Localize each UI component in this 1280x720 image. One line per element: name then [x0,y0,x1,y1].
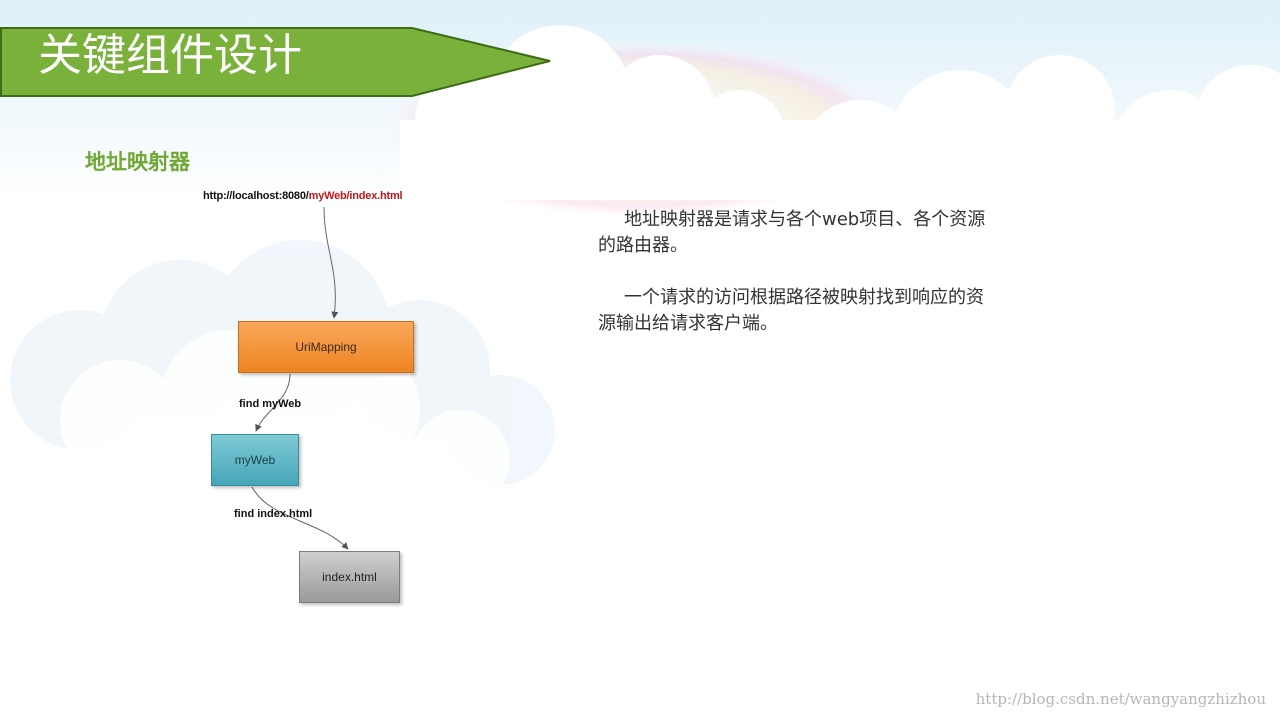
node-urimapping: UriMapping [238,321,414,373]
edge-label-find-index: find index.html [234,508,313,520]
node-index-html: index.html [299,551,400,603]
description-text: 地址映射器是请求与各个web项目、各个资源的路由器。 一个请求的访问根据路径被映… [598,207,998,363]
description-paragraph-1: 地址映射器是请求与各个web项目、各个资源的路由器。 [598,209,986,256]
section-title: 地址映射器 [85,149,190,174]
node-myweb: myWeb [211,434,299,486]
edge-urimapping-to-myweb [255,373,291,432]
request-url-path: myWeb/index.html [308,190,403,202]
edge-myweb-to-index [251,486,349,550]
request-url: http://localhost:8080/myWeb/index.html [203,190,403,202]
title-banner [0,27,551,97]
edge-label-find-myweb: find myWeb [239,398,302,410]
slide-title: 关键组件设计 [38,30,302,81]
watermark: http://blog.csdn.net/wangyangzhizhou [975,690,1266,708]
edge-url-to-urimapping [323,206,339,319]
description-paragraph-2: 一个请求的访问根据路径被映射找到响应的资源输出给请求客户端。 [598,287,984,334]
request-url-base: http://localhost:8080/ [203,190,309,202]
